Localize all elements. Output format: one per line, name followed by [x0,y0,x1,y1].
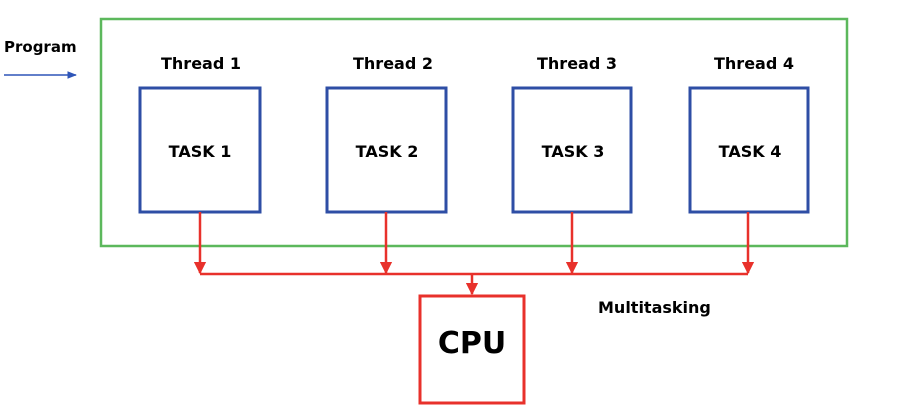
cpu-box [418,294,526,405]
thread-label-2: Thread 2 [353,54,433,73]
cpu-label: CPU [437,326,507,361]
task-label-2: TASK 2 [355,142,419,161]
thread-label-4: Thread 4 [714,54,794,73]
program-container [99,17,849,248]
thread-label-1: Thread 1 [161,54,241,73]
multitasking-label: Multitasking [598,298,711,317]
task-label-3: TASK 3 [541,142,605,161]
thread-label-3: Thread 3 [537,54,617,73]
task-label-1: TASK 1 [168,142,232,161]
task-label-4: TASK 4 [718,142,782,161]
program-label: Program [4,38,77,56]
